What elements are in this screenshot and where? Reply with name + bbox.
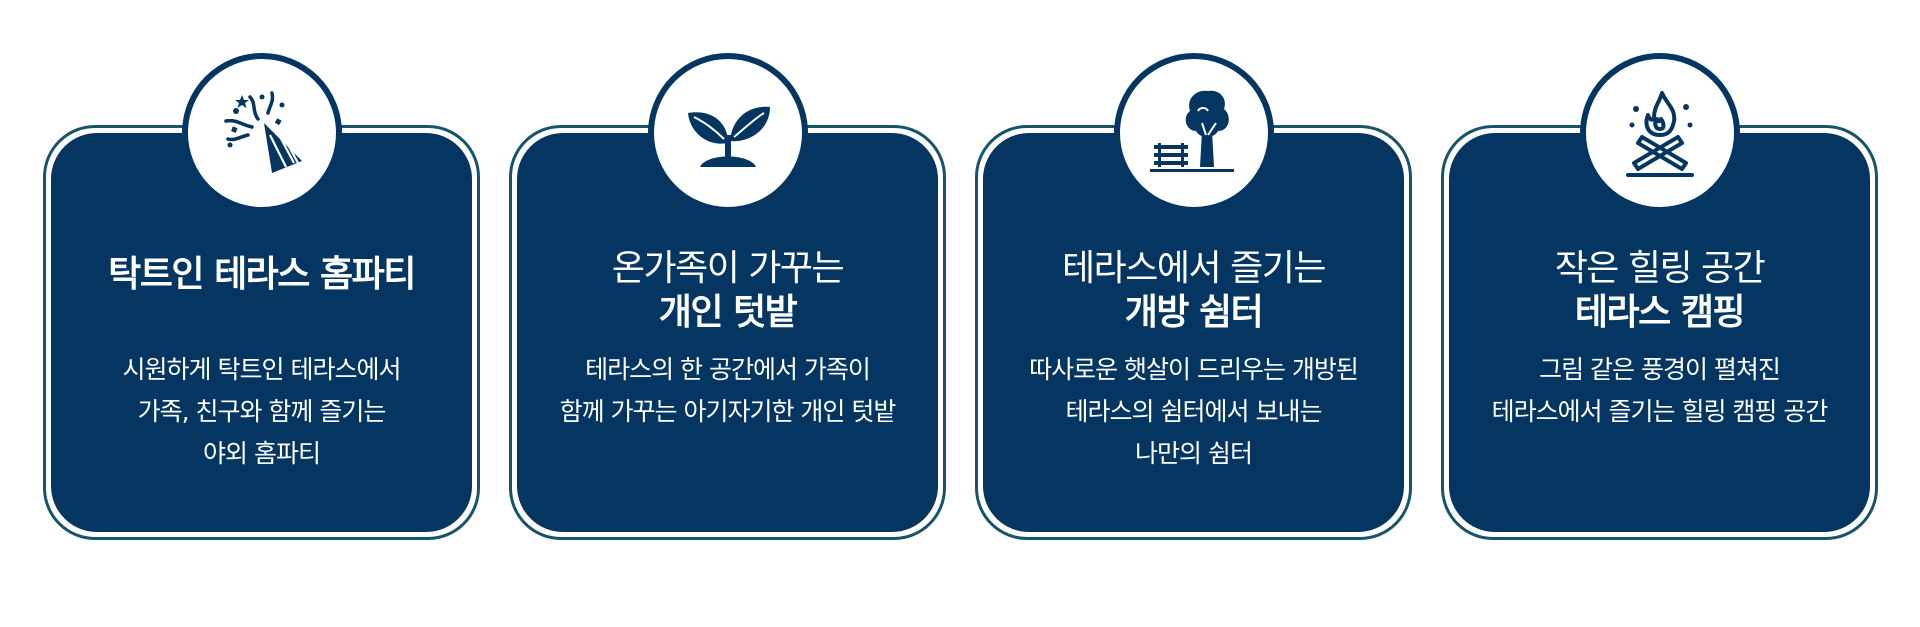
description-line: 함께 가꾸는 아기자기한 개인 텃밭 (559, 397, 897, 426)
title-line: 테라스에서 즐기는 (1062, 248, 1326, 289)
icon-badge (647, 53, 808, 213)
tree-bench-icon (1149, 90, 1234, 172)
card-panel: 탁트인 테라스 홈파티 시원하게 탁트인 테라스에서 가족, 친구와 함께 즐기… (51, 53, 472, 532)
description-line: 테라스의 한 공간에서 가족이 (585, 355, 871, 384)
description-line: 시원하게 탁트인 테라스에서 (122, 355, 402, 384)
card-description: 그림 같은 풍경이 펼쳐진 테라스에서 즐기는 힐링 캠핑 공간 (1449, 349, 1870, 433)
card-description: 테라스의 한 공간에서 가족이 함께 가꾸는 아기자기한 개인 텃밭 (517, 349, 938, 433)
icon-badge (1579, 53, 1740, 213)
description-line: 테라스의 쉼터에서 보내는 (1065, 397, 1323, 426)
feature-card-shelter: 테라스에서 즐기는 개방 쉼터 따사로운 햇살이 드리우는 개방된 테라스의 쉼… (975, 53, 1412, 540)
description-line: 야외 홈파티 (203, 439, 321, 468)
card-panel: 작은 힐링 공간 테라스 캠핑 그림 같은 풍경이 펼쳐진 테라스에서 즐기는 … (1449, 53, 1870, 532)
campfire-icon (1625, 91, 1694, 177)
title-line-bold: 개인 텃밭 (658, 292, 798, 333)
card-title: 작은 힐링 공간 테라스 캠핑 (1449, 247, 1870, 335)
description-line: 그림 같은 풍경이 펼쳐진 (1539, 355, 1781, 384)
card-panel: 온가족이 가꾸는 개인 텃밭 테라스의 한 공간에서 가족이 함께 가꾸는 아기… (517, 53, 938, 532)
card-title: 온가족이 가꾸는 개인 텃밭 (517, 247, 938, 335)
card-description: 시원하게 탁트인 테라스에서 가족, 친구와 함께 즐기는 야외 홈파티 (51, 349, 472, 475)
feature-card-home-party: 탁트인 테라스 홈파티 시원하게 탁트인 테라스에서 가족, 친구와 함께 즐기… (43, 53, 480, 540)
card-panel: 테라스에서 즐기는 개방 쉼터 따사로운 햇살이 드리우는 개방된 테라스의 쉼… (983, 53, 1404, 532)
title-line-bold: 테라스 캠핑 (1574, 292, 1746, 333)
card-title: 테라스에서 즐기는 개방 쉼터 (983, 247, 1404, 335)
card-title: 탁트인 테라스 홈파티 (108, 254, 416, 295)
title-line: 작은 힐링 공간 (1554, 248, 1766, 289)
description-line: 가족, 친구와 함께 즐기는 (137, 397, 387, 426)
party-popper-icon (223, 91, 302, 173)
card-description: 따사로운 햇살이 드리우는 개방된 테라스의 쉼터에서 보내는 나만의 쉼터 (983, 349, 1404, 475)
feature-card-garden: 온가족이 가꾸는 개인 텃밭 테라스의 한 공간에서 가족이 함께 가꾸는 아기… (509, 53, 946, 540)
description-line: 따사로운 햇살이 드리우는 개방된 (1029, 355, 1359, 384)
icon-badge (1113, 53, 1274, 213)
feature-card-camping: 작은 힐링 공간 테라스 캠핑 그림 같은 풍경이 펼쳐진 테라스에서 즐기는 … (1441, 53, 1878, 540)
description-line: 나만의 쉼터 (1135, 439, 1253, 468)
icon-badge (181, 53, 342, 213)
sprout-icon (687, 106, 770, 167)
title-line: 온가족이 가꾸는 (611, 248, 845, 289)
title-line-bold: 개방 쉼터 (1124, 292, 1264, 333)
description-line: 테라스에서 즐기는 힐링 캠핑 공간 (1491, 397, 1829, 426)
